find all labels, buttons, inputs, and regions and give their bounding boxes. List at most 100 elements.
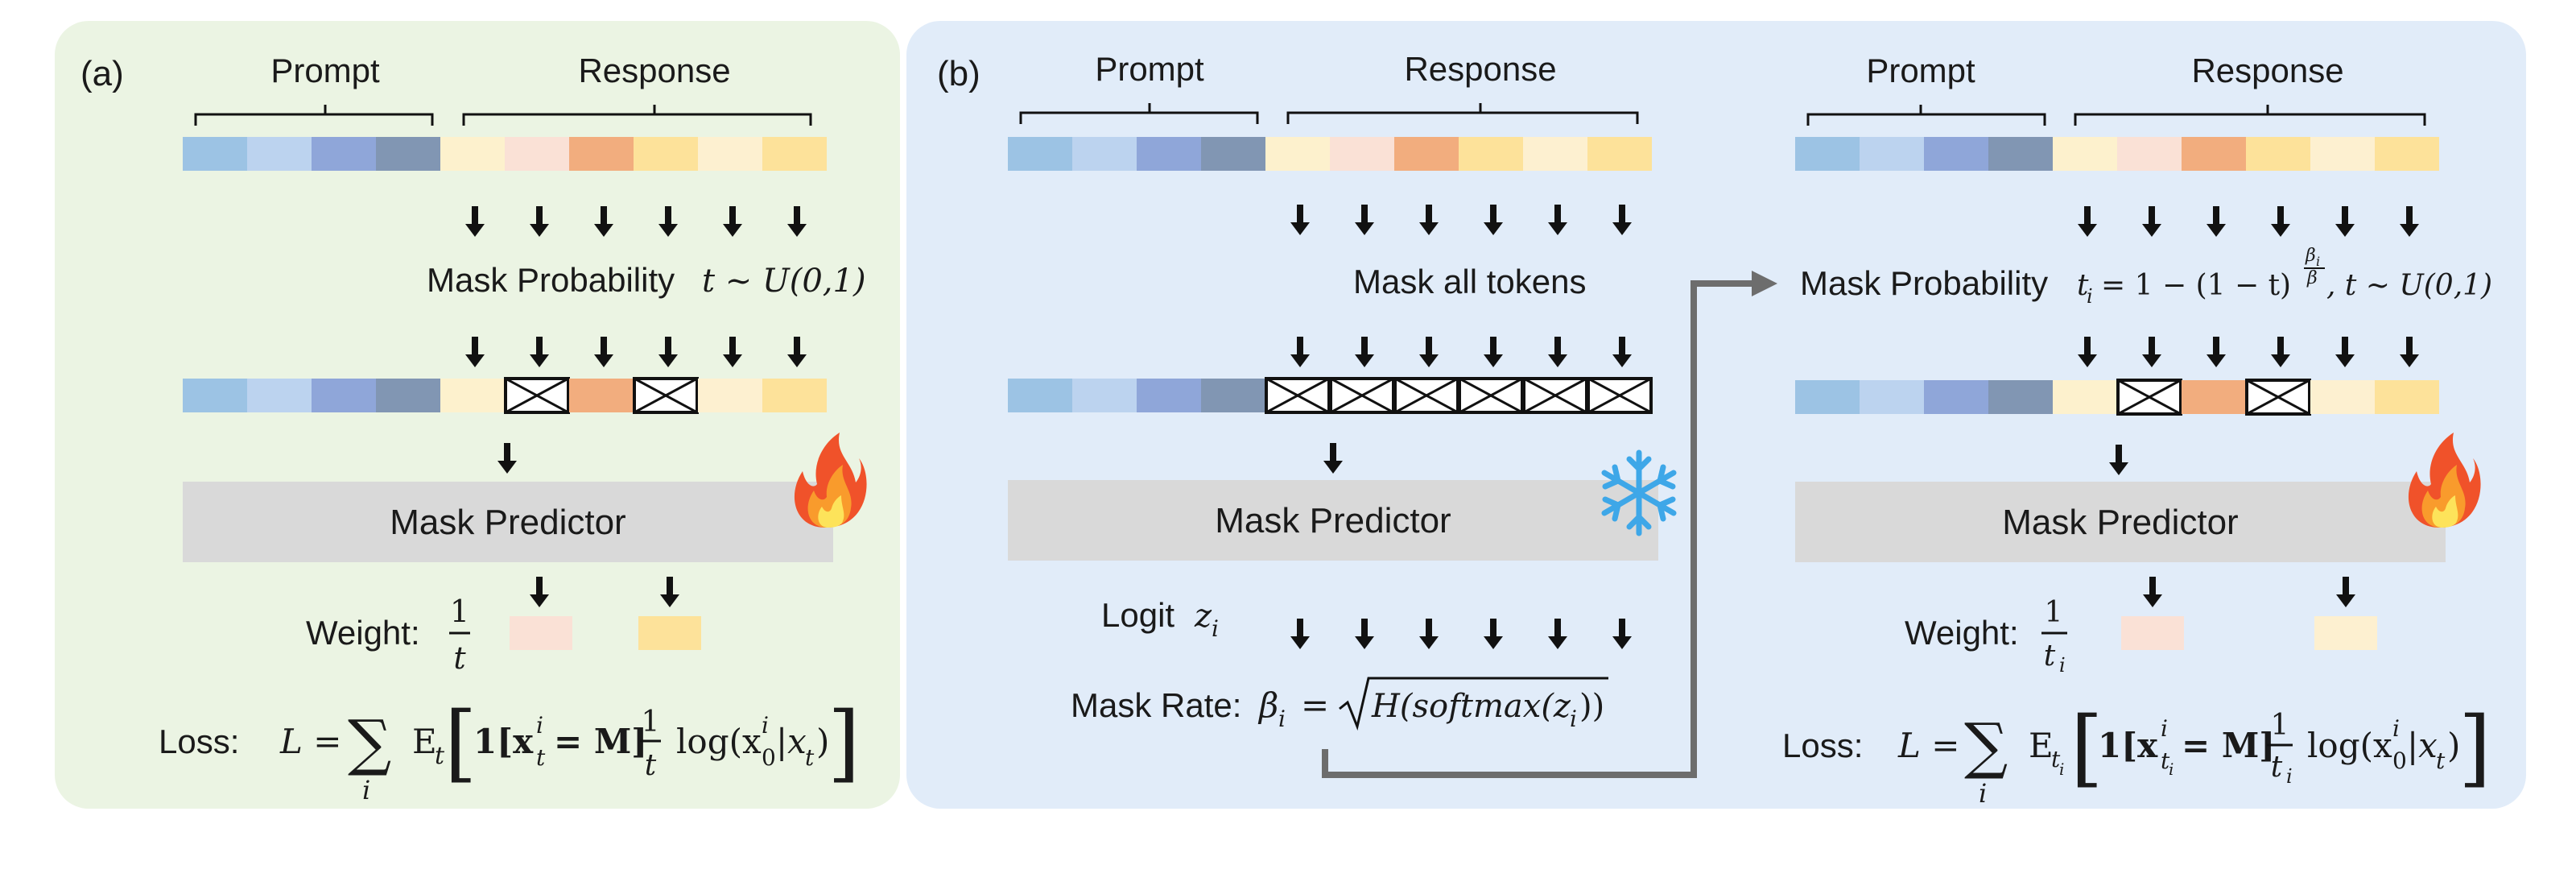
response-brace: [1286, 103, 1639, 124]
formula-mid: = 1 − (1 − t): [2101, 269, 2291, 302]
loss-log-rhs: |x: [776, 722, 807, 761]
indicator-rhs: = M]: [2182, 726, 2275, 765]
response-token: [1459, 137, 1523, 171]
response-token: [569, 379, 634, 412]
prompt-token: [312, 137, 376, 171]
mask-token-icon: [1458, 377, 1524, 414]
response-token: [2310, 380, 2375, 414]
mask-predictor-label: Mask Predictor: [1215, 501, 1451, 540]
loss-formula-a: Loss: L = ∑ i E t [ 1[x i t = M] 1 t log…: [159, 693, 861, 805]
response-token: [2117, 137, 2182, 171]
open-bracket: [: [444, 693, 477, 792]
indicator: 1[x: [2098, 726, 2158, 765]
response-token: [698, 379, 762, 412]
loss-log: log(x: [676, 722, 762, 761]
prompt-token: [1988, 137, 2053, 171]
sqrt-close: )): [1579, 688, 1604, 725]
loss-log: log(x: [2307, 726, 2392, 765]
indicator-sup: i: [536, 712, 543, 739]
loss-formula-b: Loss: L = ∑ i E t i [ 1[x i t i = M] 1 t…: [1782, 698, 2491, 809]
indicator-rhs: = M]: [554, 722, 647, 761]
weight-token-1: [510, 616, 572, 650]
mask-token-icon: [1265, 377, 1331, 414]
panel-b: (b) Prompt Response Mask all tokens Mask…: [906, 21, 2526, 809]
loss-log-sup: i: [762, 712, 769, 739]
prompt-token: [183, 379, 247, 412]
response-token: [2375, 137, 2439, 171]
mask-predictor-label: Mask Predictor: [390, 503, 625, 542]
logit-var: z: [1194, 598, 1212, 635]
mask-predictor-box: [183, 482, 833, 562]
mask-token-icon: [504, 377, 570, 414]
connector-arrowhead-icon: [1752, 271, 1777, 296]
loss-frac-denominator-sub: i: [2286, 765, 2293, 788]
mask-token-icon: [633, 377, 699, 414]
panel-b-label: (b): [937, 54, 980, 93]
prompt-token: [1860, 380, 1924, 414]
response-token: [762, 137, 827, 171]
mask-token-icon: [1329, 377, 1395, 414]
exponent-numerator-sub: i: [2316, 254, 2320, 269]
token-row-masked: [1795, 379, 2439, 416]
mask-predictor-label: Mask Predictor: [2002, 503, 2238, 542]
expectation: E: [412, 722, 437, 761]
exponent-numerator: β: [2305, 246, 2316, 266]
response-token: [698, 137, 762, 171]
prompt-token: [1008, 379, 1072, 412]
weight-fraction-denominator: t: [2044, 640, 2056, 673]
response-token: [2310, 137, 2375, 171]
prompt-token: [1201, 379, 1265, 412]
weight-fraction-denominator-sub: i: [2059, 654, 2066, 677]
response-token: [762, 379, 827, 412]
indicator-subsub: i: [2169, 760, 2174, 779]
mask-probability-text: Mask Probability: [1800, 264, 2048, 302]
response-token: [2053, 137, 2117, 171]
loss-lhs: L =: [279, 722, 341, 761]
loss-log-close: ): [816, 722, 829, 761]
logit-label: Logit: [1101, 596, 1174, 634]
prompt-token: [1988, 380, 2053, 414]
sqrt-content-sub: i: [1570, 706, 1577, 732]
loss-log-sup: i: [2392, 715, 2400, 742]
prompt-token: [1008, 137, 1072, 171]
open-bracket: [: [2070, 698, 2103, 797]
sum-symbol: ∑: [348, 706, 391, 778]
sum-subscript: i: [1979, 778, 1987, 809]
loss-log-rhs: |x: [2407, 726, 2438, 765]
prompt-brace: [194, 105, 434, 126]
response-token: [440, 137, 505, 171]
sqrt-symbol: [1339, 677, 1608, 731]
loss-log-rhs-sub: t: [2436, 747, 2446, 774]
response-token: [2053, 380, 2117, 414]
response-brace: [462, 105, 812, 126]
logit-sub: i: [1212, 615, 1219, 642]
response-token: [1523, 137, 1587, 171]
prompt-token: [312, 379, 376, 412]
expectation-sub: t: [2051, 746, 2061, 772]
loss-log-sub: 0: [2392, 747, 2407, 774]
mask-predictor-box: [1795, 482, 2446, 562]
prompt-token: [1072, 137, 1137, 171]
expectation-subsub: i: [2059, 760, 2064, 779]
formula-lhs: t: [2077, 269, 2089, 302]
loss-frac-numerator: 1: [642, 706, 660, 739]
close-bracket: ]: [828, 693, 861, 792]
response-token: [634, 137, 698, 171]
weight-token-2: [2314, 616, 2377, 650]
formula-lhs-sub: i: [2087, 285, 2093, 308]
prompt-token: [1924, 137, 1988, 171]
loss-log-sub: 0: [762, 744, 776, 771]
mask-token-icon: [1522, 377, 1588, 414]
response-brace: [2074, 105, 2426, 126]
token-row-top: [1008, 137, 1652, 171]
loss-log-rhs-sub: t: [805, 744, 815, 771]
expectation: E: [2029, 726, 2054, 765]
formula-tail: , t ~ U(0,1): [2326, 269, 2492, 302]
response-token: [1330, 137, 1394, 171]
weight-fraction-denominator: t: [453, 640, 466, 676]
sum-symbol: ∑: [1964, 710, 2008, 781]
prompt-token: [1137, 137, 1201, 171]
mask-rate-label: Mask Rate:: [1071, 686, 1241, 724]
prompt-label: Prompt: [270, 52, 380, 89]
